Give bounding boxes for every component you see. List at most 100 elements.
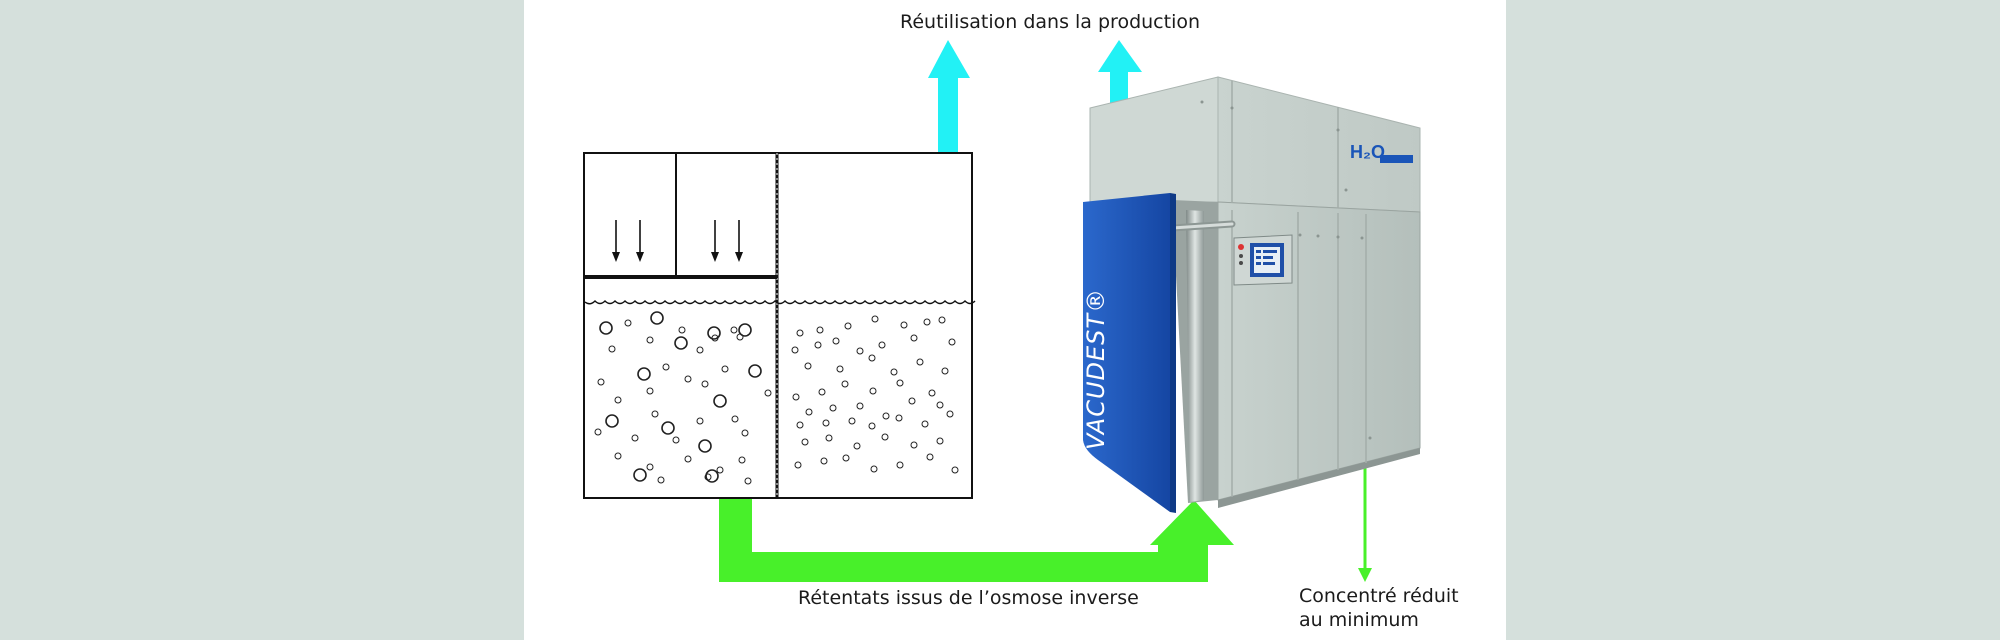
particle <box>684 375 692 383</box>
particle <box>633 468 647 482</box>
particle <box>599 321 613 335</box>
particle <box>941 367 949 375</box>
particle <box>791 346 799 354</box>
particle <box>814 341 822 349</box>
particle <box>801 438 809 446</box>
particle <box>651 410 659 418</box>
particle <box>696 346 704 354</box>
particle <box>646 336 654 344</box>
vacudest-logo: VACUDEST® <box>1082 288 1110 450</box>
particle <box>878 341 886 349</box>
particle <box>696 417 704 425</box>
particle <box>764 389 772 397</box>
particle <box>707 326 721 340</box>
particle <box>721 365 729 373</box>
particle <box>841 380 849 388</box>
particle <box>605 414 619 428</box>
particle <box>738 323 752 337</box>
door-panel <box>1083 193 1170 512</box>
particle <box>896 461 904 469</box>
particle <box>594 428 602 436</box>
particle <box>684 455 692 463</box>
particle <box>921 420 929 428</box>
label-reuse-production: Réutilisation dans la production <box>900 11 1201 33</box>
particle <box>608 345 616 353</box>
cyan-arrow-right <box>1098 40 1142 104</box>
label-concentrate-line1: Concentré réduit <box>1299 585 1459 607</box>
particle <box>716 466 724 474</box>
particle <box>650 311 664 325</box>
particle <box>868 354 876 362</box>
particle <box>822 419 830 427</box>
particle <box>624 319 632 327</box>
particle <box>804 362 812 370</box>
vacudest-machine: H₂O VACUDEST® <box>1082 76 1421 513</box>
particle <box>900 321 908 329</box>
h2o-badge: H₂O <box>1350 142 1385 162</box>
particle <box>705 469 719 483</box>
particle <box>836 365 844 373</box>
particle <box>829 404 837 412</box>
particle <box>597 378 605 386</box>
particle <box>646 463 654 471</box>
particle <box>713 394 727 408</box>
particle <box>923 318 931 326</box>
particle <box>741 429 749 437</box>
particle <box>816 326 824 334</box>
particle <box>738 456 746 464</box>
particle <box>832 337 840 345</box>
particle <box>871 315 879 323</box>
particle <box>637 367 651 381</box>
particle <box>890 368 898 376</box>
cyan-arrow-left <box>928 40 970 153</box>
particle <box>910 441 918 449</box>
particle <box>674 336 688 350</box>
particle <box>926 453 934 461</box>
particle <box>951 466 959 474</box>
label-concentrate-line2: au minimum <box>1299 609 1419 631</box>
particle <box>672 436 680 444</box>
particle <box>657 476 665 484</box>
particle <box>731 415 739 423</box>
particle <box>928 389 936 397</box>
particle <box>805 408 813 416</box>
particle <box>936 437 944 445</box>
particle <box>792 393 800 401</box>
particle <box>825 434 833 442</box>
particle <box>711 334 719 342</box>
particle <box>856 347 864 355</box>
particle <box>661 421 675 435</box>
particle <box>698 439 712 453</box>
particle <box>882 412 890 420</box>
particle <box>736 333 744 341</box>
particle <box>870 465 878 473</box>
particle <box>614 396 622 404</box>
particle <box>916 358 924 366</box>
particle <box>662 363 670 371</box>
particle <box>744 477 752 485</box>
particle <box>946 410 954 418</box>
particle <box>908 397 916 405</box>
particle <box>820 457 828 465</box>
particle <box>948 338 956 346</box>
green-arrow-retentate <box>719 497 1234 582</box>
particle <box>869 387 877 395</box>
particle <box>881 433 889 441</box>
particle <box>631 434 639 442</box>
particle <box>848 417 856 425</box>
particle <box>936 401 944 409</box>
particle <box>701 380 709 388</box>
green-arrow-concentrate <box>1358 460 1372 582</box>
particle <box>614 452 622 460</box>
particle <box>818 388 826 396</box>
particle <box>844 322 852 330</box>
particle <box>678 326 686 334</box>
osmosis-diagram <box>583 152 976 499</box>
particle <box>938 316 946 324</box>
particle <box>853 442 861 450</box>
control-panel[interactable] <box>1233 234 1293 286</box>
particle <box>910 334 918 342</box>
particle <box>730 326 738 334</box>
particle <box>856 402 864 410</box>
